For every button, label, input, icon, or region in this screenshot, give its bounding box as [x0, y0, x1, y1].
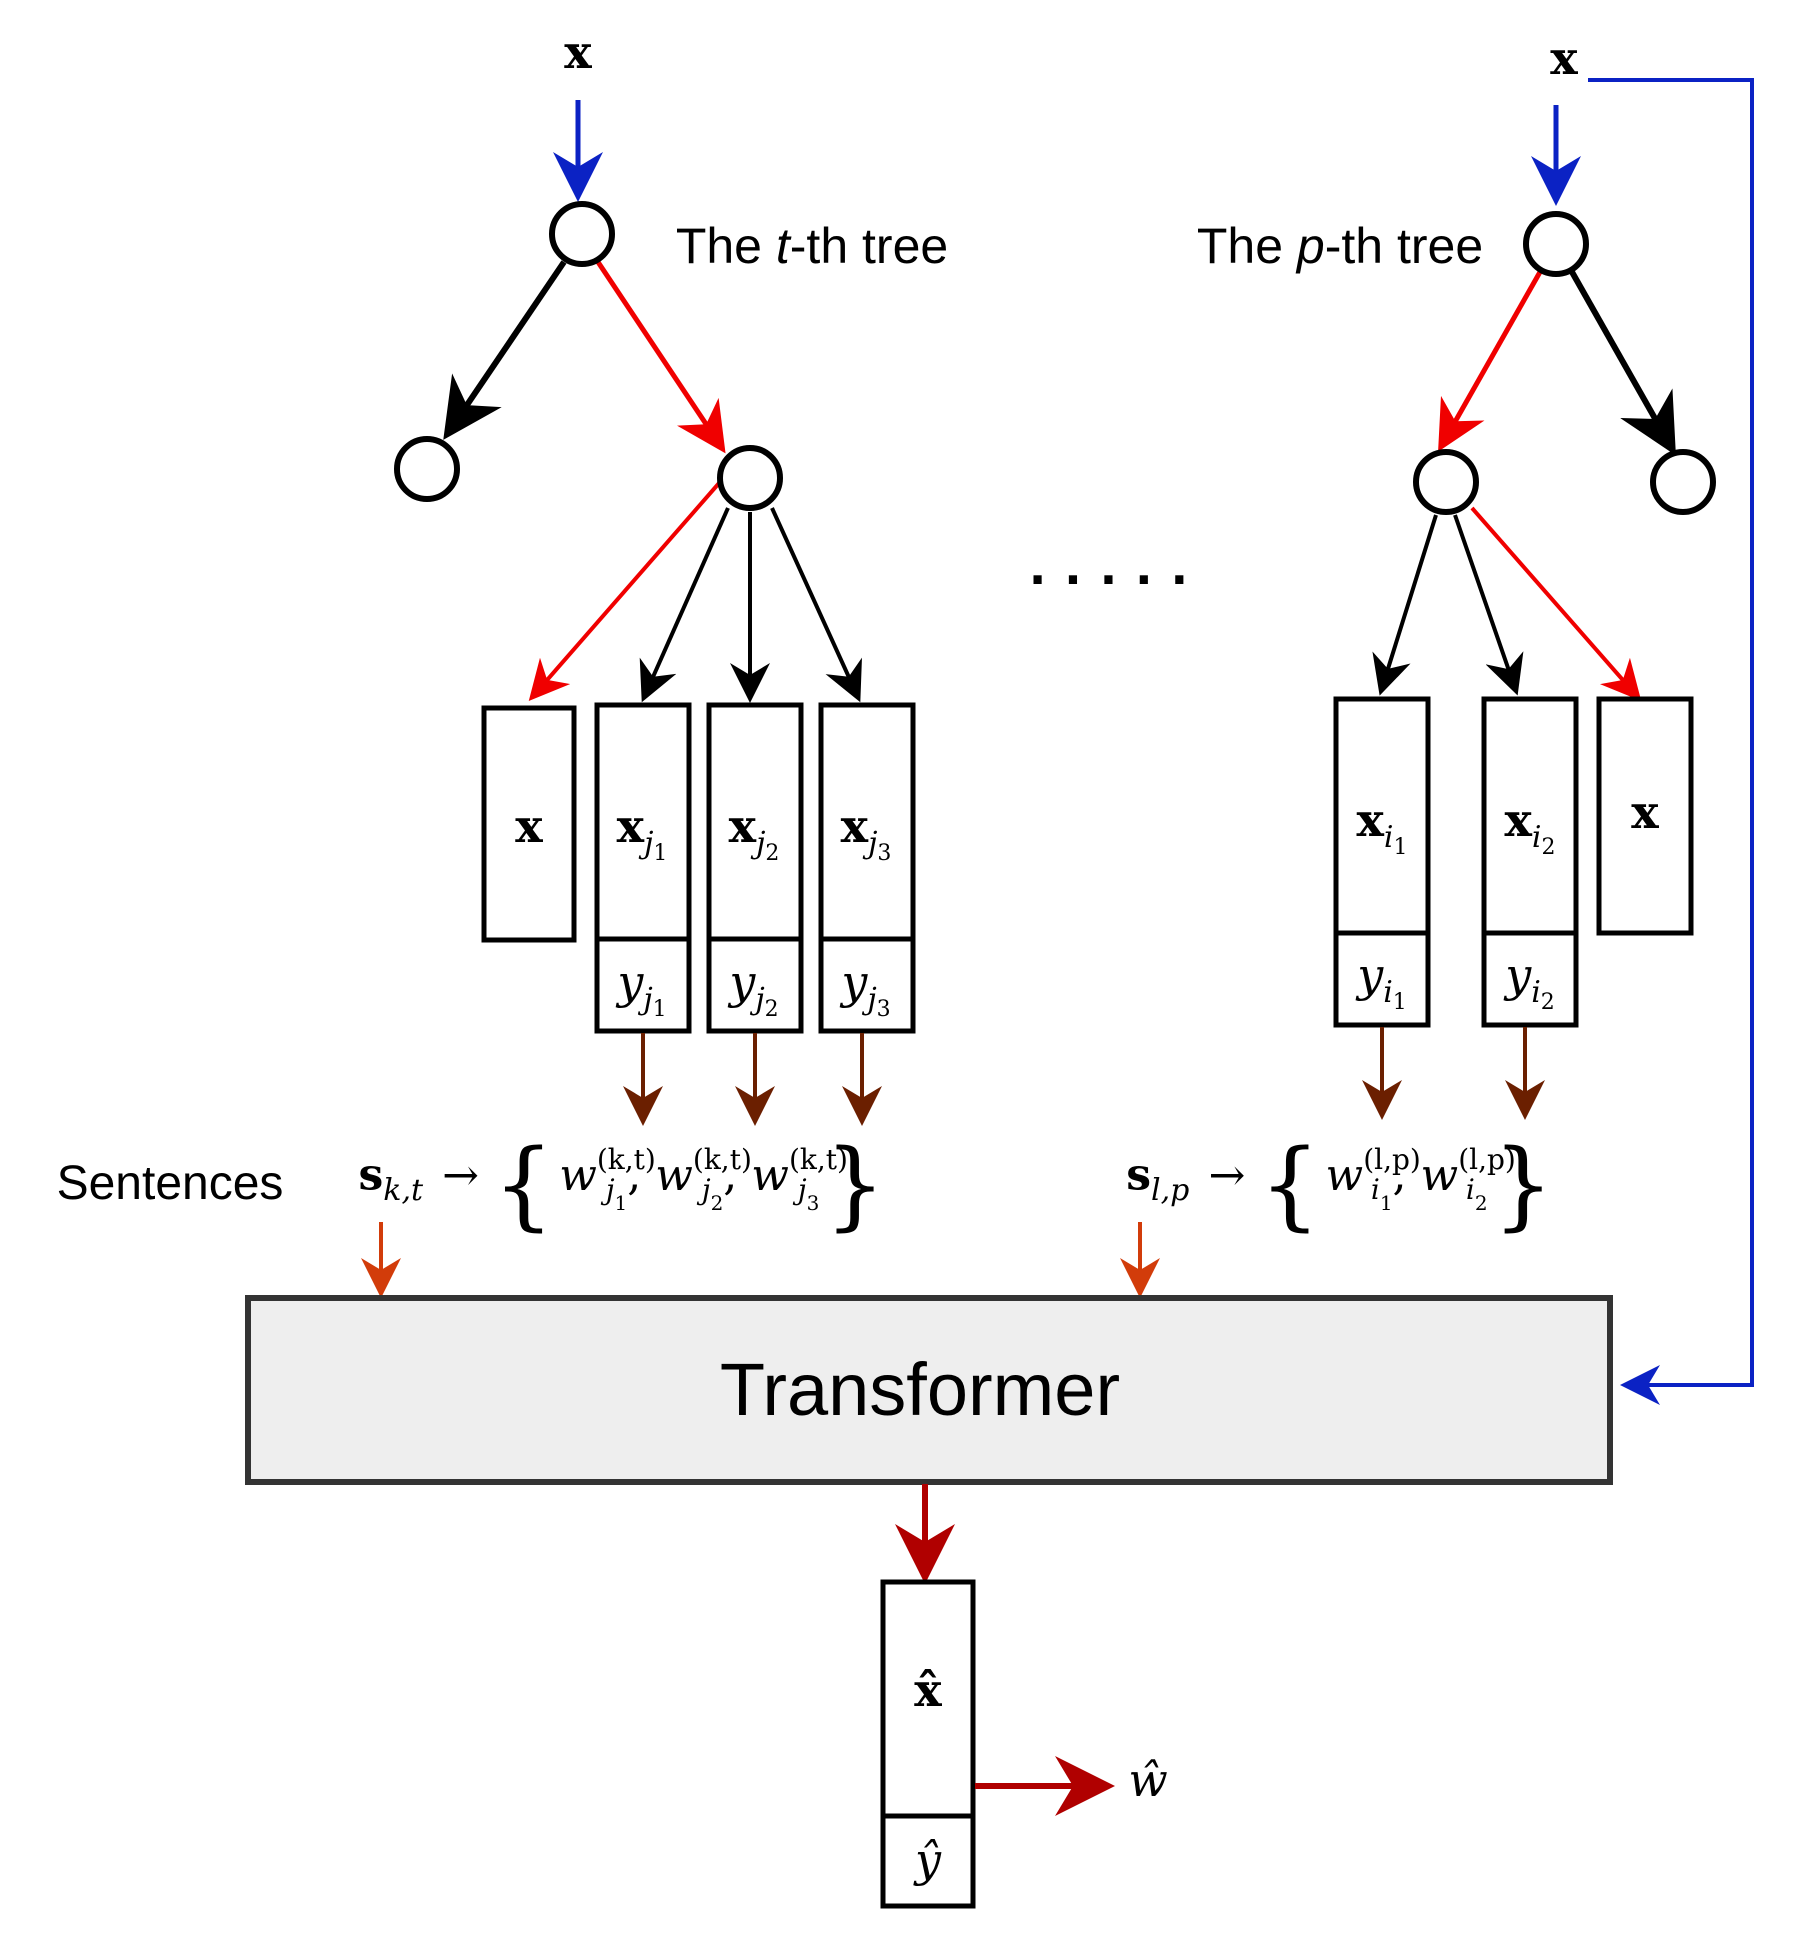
box-p-x [1596, 696, 1694, 936]
edge-t-root-right [595, 260, 726, 454]
box-t-j2-bottom [706, 936, 804, 1034]
ellipsis: · · · · · [1029, 547, 1191, 612]
node-p-right-leaf [1650, 449, 1716, 515]
label-x-j2: xj2 [728, 799, 780, 866]
label-y-i1: yi1 [1357, 948, 1407, 1015]
tree-t-title: The t-th tree [675, 218, 949, 274]
node-t-inner [717, 445, 783, 511]
box-p-i2-bottom [1481, 930, 1579, 1028]
tree-p-title: The p-th tree [1196, 218, 1484, 274]
edge-p-to-x [1470, 506, 1642, 702]
label-t-x: x [515, 799, 543, 853]
maps-to-arrow-t: → [442, 1149, 480, 1201]
label-y-i2: yi2 [1505, 948, 1555, 1015]
box-t-j2-top [706, 702, 804, 942]
node-t-root [549, 201, 615, 267]
node-t-left-leaf [394, 436, 460, 502]
input-x-right: x [1550, 31, 1578, 85]
label-y-j2: yj2 [729, 955, 779, 1022]
output-what: ŵ [1128, 1753, 1168, 1807]
input-x-left: x [564, 25, 592, 79]
box-t-j1-bottom [594, 936, 692, 1034]
edge-p-root-left [1438, 270, 1543, 452]
output-xhat: x̂ [914, 1663, 942, 1717]
box-p-i1-bottom [1333, 930, 1431, 1028]
label-x-i2: xi2 [1504, 793, 1556, 860]
label-x-j1: xj1 [616, 799, 668, 866]
label-y-j3: yj3 [841, 955, 891, 1022]
edge-t-to-x [528, 480, 722, 702]
label-p-x: x [1631, 785, 1659, 839]
box-output-bottom [880, 1813, 976, 1909]
sentence-p: sl,p →{ w(l,p)i1, w(l,p)i2 } [1126, 1129, 1554, 1241]
sentence-t: sk,t →{ w(k,t)j1, w(k,t)j2, w(k,t)j3 } [358, 1129, 886, 1241]
box-p-i1-top [1333, 696, 1431, 936]
edge-p-to-i2 [1453, 514, 1524, 696]
box-t-x [481, 705, 577, 943]
edge-t-to-j1 [639, 507, 730, 703]
label-y-j1: yj1 [617, 955, 667, 1022]
transformer-label: Transformer [719, 1348, 1121, 1431]
skip-connection-arrow [1588, 78, 1754, 1405]
node-p-root [1523, 211, 1589, 277]
output-yhat: ŷ [915, 1833, 941, 1887]
sentences-label: Sentences [56, 1157, 284, 1210]
maps-to-arrow-p: → [1208, 1149, 1246, 1201]
node-p-inner [1413, 449, 1479, 515]
label-x-i1: xi1 [1356, 793, 1408, 860]
edge-p-root-right [1569, 270, 1676, 456]
edge-t-to-j3 [770, 507, 862, 703]
box-p-i2-top [1481, 696, 1579, 936]
box-t-j3-top [818, 702, 916, 942]
box-t-j1-top [594, 702, 692, 942]
transformer-block [245, 1295, 1613, 1485]
label-x-j3: xj3 [840, 799, 892, 866]
edge-p-to-i1 [1372, 514, 1438, 696]
edge-t-root-left [443, 260, 567, 440]
box-t-j3-bottom [818, 936, 916, 1034]
